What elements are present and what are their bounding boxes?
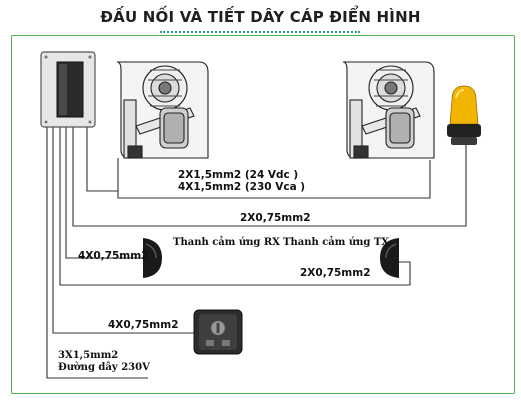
power-line-label: Đường dây 230V [58,362,150,373]
tx-cable-label: 2X0,75mm2 [300,267,371,279]
motor-cable-label-230v: 4X1,5mm2 (230 Vca ) [178,181,306,193]
tx-photocell [380,238,399,278]
wire-key-switch [52,127,194,334]
wire-motor-bus [117,160,431,199]
tx-sensor-label: Thanh cảm ứng TX [283,237,390,248]
rx-photocell [143,238,162,278]
wire-motor-left [86,127,119,192]
key-switch [193,309,243,355]
power-cable-label: 3X1,5mm2 [58,350,119,361]
motor-cable-label-24v: 2X1,5mm2 (24 Vdc ) [178,169,299,181]
motor-left [116,61,209,159]
wire-rx [65,127,143,259]
rx-cable-label: 4X0,75mm2 [78,250,149,262]
rx-sensor-label: Thanh cảm ứng RX [173,237,280,248]
control-box [40,51,96,128]
title-underline [160,31,360,33]
lamp-cable-label: 2X0,75mm2 [240,212,311,224]
wire-lamp [72,127,467,227]
key-switch-cable-label: 4X0,75mm2 [108,319,179,331]
wire-power [46,127,148,379]
warning-lamp [447,85,481,145]
motor-right [342,61,435,159]
wire-tx [59,127,411,286]
diagram-frame [11,35,515,394]
diagram-title: ĐẤU NỐI VÀ TIẾT DÂY CÁP ĐIỂN HÌNH [100,8,421,26]
wires [46,127,467,379]
